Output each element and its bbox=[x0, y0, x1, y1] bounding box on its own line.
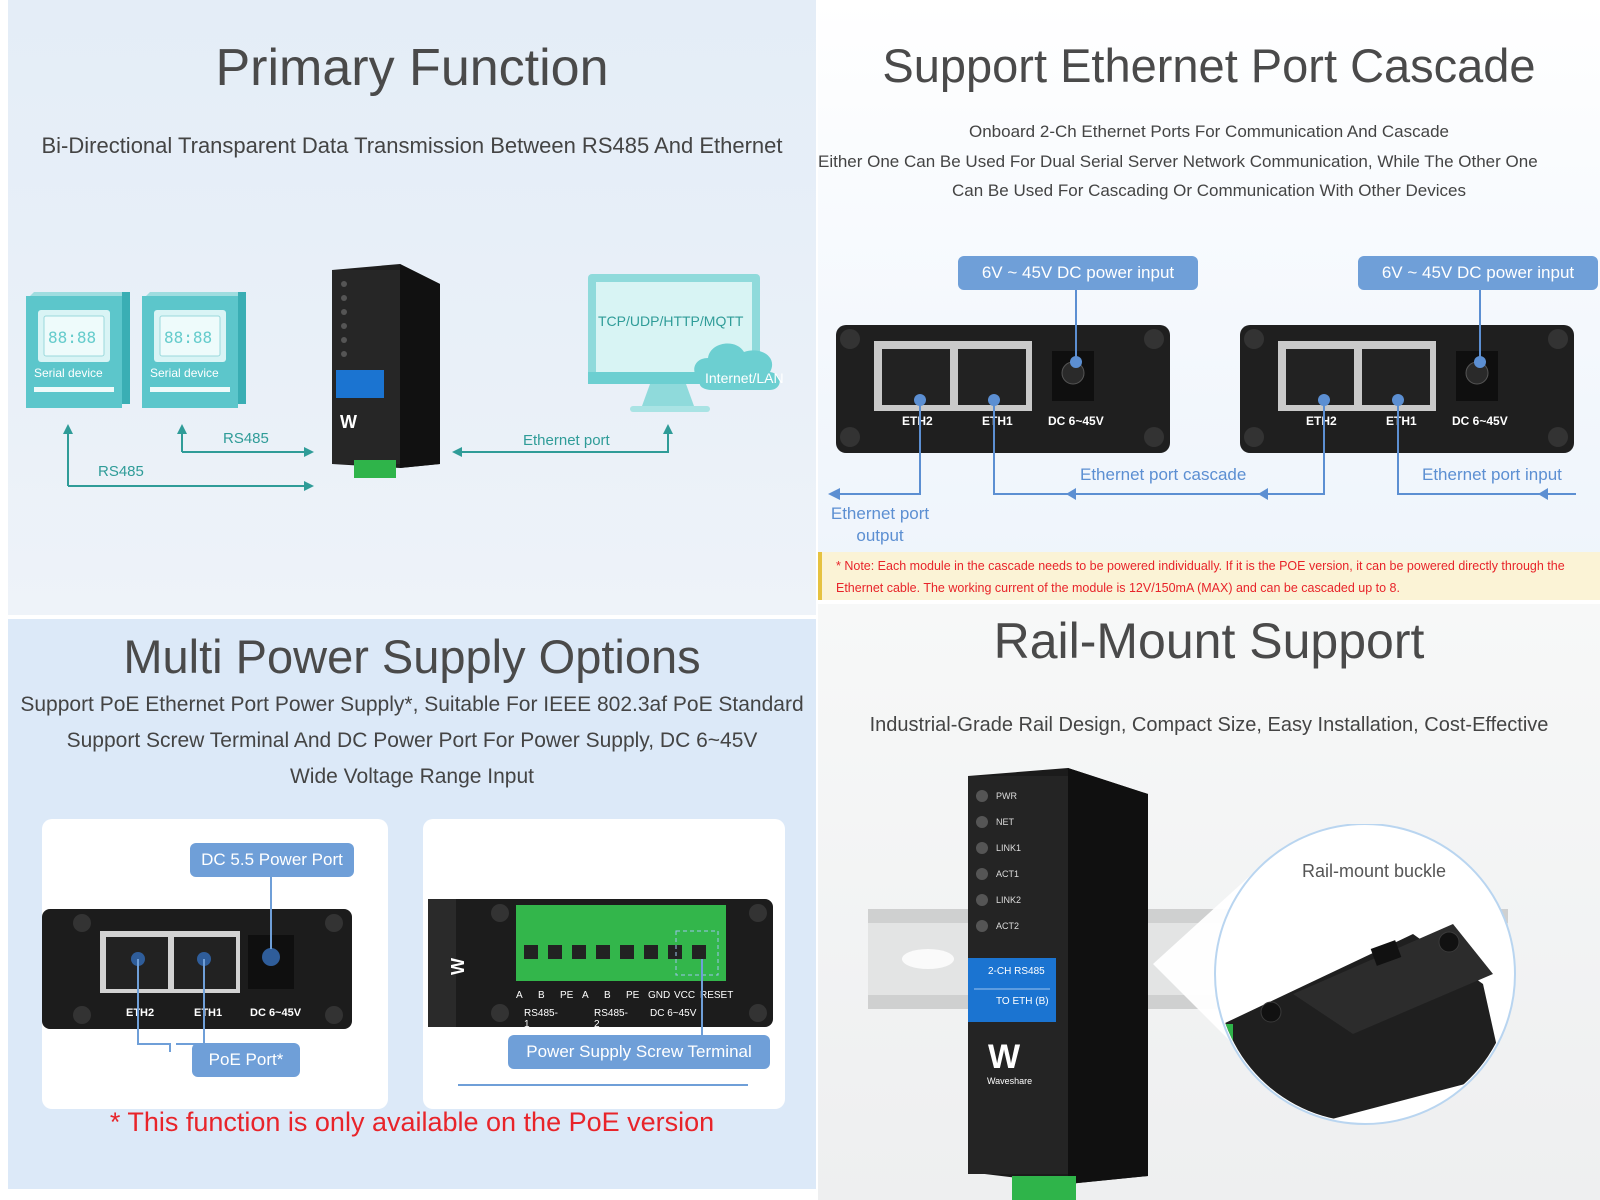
led-act1: ACT1 bbox=[976, 868, 1019, 880]
serial-device-1 bbox=[26, 292, 130, 408]
led-link1: LINK1 bbox=[976, 842, 1021, 854]
cascade-line-3: Can Be Used For Cascading Or Communicati… bbox=[952, 181, 1466, 200]
rs485-connection-arrows bbox=[63, 424, 673, 491]
rail-subtitle: Industrial-Grade Rail Design, Compact Si… bbox=[869, 714, 1549, 736]
screw-terminal-line bbox=[458, 959, 748, 1086]
rs485-label-outer: RS485 bbox=[98, 463, 144, 480]
computer-monitor bbox=[588, 274, 780, 412]
module-1-port-dc: DC 6~45V bbox=[1048, 414, 1104, 428]
eth-input-label: Ethernet port input bbox=[1422, 465, 1562, 484]
group-rs485-2: RS485-2 bbox=[594, 1008, 628, 1030]
svg-text:W: W bbox=[448, 958, 468, 975]
primary-function-title: Primary Function bbox=[215, 39, 609, 97]
buckle-magnifier bbox=[1153, 824, 1516, 1125]
serial-device-2 bbox=[142, 292, 246, 408]
pin-gnd: GND bbox=[648, 990, 671, 1001]
led-act2-indicator bbox=[976, 920, 988, 932]
poe-footnote: * This function is only available on the… bbox=[109, 1107, 715, 1137]
led-act2: ACT2 bbox=[976, 920, 1019, 932]
led-pwr: PWR bbox=[976, 790, 1017, 802]
led-act1-label: ACT1 bbox=[996, 869, 1020, 879]
led-net-indicator bbox=[976, 816, 988, 828]
serial-device-2-label: Serial device bbox=[150, 366, 219, 380]
power-title: Multi Power Supply Options bbox=[123, 630, 701, 683]
rail-device: W bbox=[968, 768, 1148, 1200]
led-pwr-label: PWR bbox=[996, 791, 1017, 801]
group-dc: DC 6~45V bbox=[650, 1008, 697, 1019]
svg-text:W: W bbox=[988, 1038, 1021, 1076]
led-net-label: NET bbox=[996, 817, 1014, 827]
rs485-label-inner: RS485 bbox=[223, 430, 269, 447]
power-port-eth2: ETH2 bbox=[126, 1007, 155, 1019]
power-line-3: Wide Voltage Range Input bbox=[289, 765, 534, 788]
rail-badge-line-2: TO ETH (B) bbox=[996, 996, 1049, 1007]
led-pwr-indicator bbox=[976, 790, 988, 802]
module-1-port-eth2: ETH2 bbox=[902, 414, 933, 428]
rail-title: Rail-Mount Support bbox=[993, 613, 1425, 669]
cascade-connection-lines bbox=[828, 290, 1576, 500]
led-link2: LINK2 bbox=[976, 894, 1021, 906]
cascade-note: * Note: Each module in the cascade needs… bbox=[818, 552, 1600, 600]
pin-a-2: A bbox=[582, 990, 589, 1001]
ethernet-cascade-panel: Support Ethernet Port Cascade Onboard 2-… bbox=[818, 0, 1600, 600]
cascade-note-text: * Note: Each module in the cascade needs… bbox=[836, 559, 1565, 595]
led-link1-indicator bbox=[976, 842, 988, 854]
pin-b-2: B bbox=[604, 990, 611, 1001]
dc-poe-module bbox=[42, 909, 352, 1029]
group-rs485-1: RS485-1 bbox=[524, 1008, 558, 1030]
serial-server-device: W bbox=[332, 264, 440, 478]
primary-function-subtitle: Bi-Directional Transparent Data Transmis… bbox=[41, 133, 783, 158]
led-link2-label: LINK2 bbox=[996, 895, 1022, 905]
led-link2-indicator bbox=[976, 894, 988, 906]
cascade-line-2: Either One Can Be Used For Dual Serial S… bbox=[818, 152, 1538, 171]
module-2-port-dc: DC 6~45V bbox=[1452, 414, 1508, 428]
led-net: NET bbox=[976, 816, 1014, 828]
power-input-pill-1: 6V ~ 45V DC power input bbox=[958, 256, 1198, 290]
protocols-label: TCP/UDP/HTTP/MQTT bbox=[598, 313, 744, 329]
pin-pe-1: PE bbox=[560, 990, 574, 1001]
poe-port-pill: PoE Port* bbox=[192, 1043, 300, 1077]
power-port-dc: DC 6~45V bbox=[250, 1007, 302, 1019]
rail-brand: Waveshare bbox=[987, 1076, 1033, 1086]
pin-a-1: A bbox=[516, 990, 523, 1001]
rail-mount-panel: Rail-Mount Support Industrial-Grade Rail… bbox=[818, 604, 1600, 1200]
rail-badge-line-1: 2-CH RS485 bbox=[988, 966, 1045, 977]
eth-output-label: Ethernet port output bbox=[830, 504, 930, 545]
power-port-eth1: ETH1 bbox=[194, 1007, 223, 1019]
dc-port-pill: DC 5.5 Power Port bbox=[190, 843, 354, 877]
power-supply-panel: Multi Power Supply Options Support PoE E… bbox=[8, 619, 816, 1189]
screw-terminal-module: W bbox=[428, 899, 773, 1027]
module-2-port-eth1: ETH1 bbox=[1386, 414, 1417, 428]
internet-lan-label: Internet/LAN bbox=[705, 370, 784, 386]
cascade-title: Support Ethernet Port Cascade bbox=[882, 39, 1536, 92]
module-2-port-eth2: ETH2 bbox=[1306, 414, 1337, 428]
power-line-1: Support PoE Ethernet Port Power Supply*,… bbox=[20, 693, 804, 716]
power-input-pill-2: 6V ~ 45V DC power input bbox=[1358, 256, 1598, 290]
cascade-line-1: Onboard 2-Ch Ethernet Ports For Communic… bbox=[968, 122, 1450, 141]
pin-reset: RESET bbox=[700, 990, 734, 1001]
terminal-pin-labels: A B PE A B PE GND VCC RESET bbox=[516, 990, 756, 1001]
primary-function-panel: Primary Function Bi-Directional Transpar… bbox=[8, 0, 816, 615]
ethernet-port-label: Ethernet port bbox=[523, 432, 610, 449]
serial-device-1-display: 88:88 bbox=[48, 328, 97, 347]
eth-cascade-label: Ethernet port cascade bbox=[1080, 465, 1247, 484]
pin-vcc: VCC bbox=[674, 990, 696, 1001]
buckle-label: Rail-mount buckle bbox=[1302, 861, 1447, 881]
led-act1-indicator bbox=[976, 868, 988, 880]
pin-b-1: B bbox=[538, 990, 545, 1001]
led-act2-label: ACT2 bbox=[996, 921, 1020, 931]
module-1-port-eth1: ETH1 bbox=[982, 414, 1013, 428]
serial-device-2-display: 88:88 bbox=[164, 328, 213, 347]
svg-text:W: W bbox=[340, 412, 357, 432]
pin-pe-2: PE bbox=[626, 990, 640, 1001]
screw-terminal-pill: Power Supply Screw Terminal bbox=[508, 1035, 770, 1069]
power-line-2: Support Screw Terminal And DC Power Port… bbox=[66, 729, 758, 752]
led-link1-label: LINK1 bbox=[996, 843, 1022, 853]
serial-device-1-label: Serial device bbox=[34, 366, 103, 380]
